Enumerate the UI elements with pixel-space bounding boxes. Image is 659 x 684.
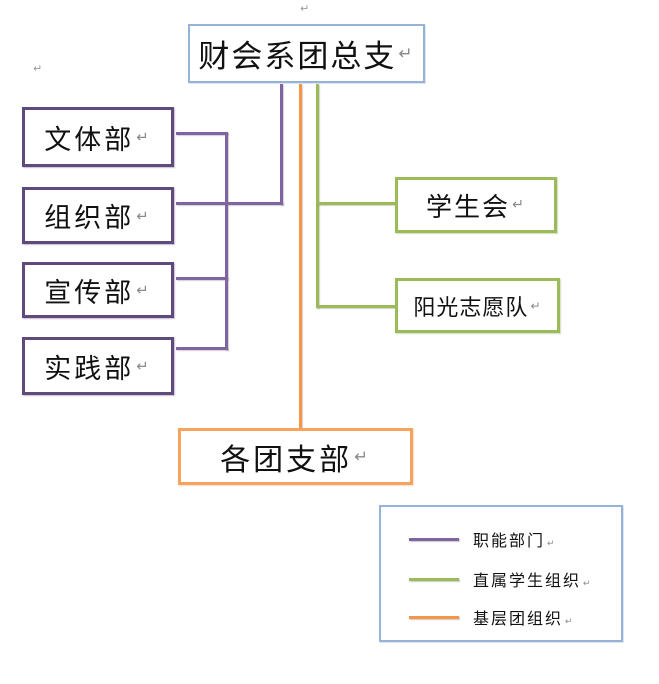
connector-purple-stub-1 bbox=[176, 132, 228, 135]
connector-green-root-drop bbox=[316, 84, 319, 308]
dept-box-label: 宣传部 bbox=[44, 277, 135, 309]
legend-item-grassroots: 基层团组织↵ bbox=[409, 607, 619, 628]
return-mark: ↵ bbox=[136, 206, 152, 225]
connector-purple-bracket bbox=[225, 132, 228, 350]
org-box-xueshenghui[interactable]: 学生会↵ bbox=[395, 177, 557, 233]
connector-green-branch-1 bbox=[316, 202, 396, 205]
connector-purple-stub-3 bbox=[176, 277, 228, 280]
legend-item-direct-orgs: 直属学生组织↵ bbox=[409, 569, 619, 590]
return-mark: ↵ bbox=[547, 539, 557, 549]
dept-box-label: 实践部 bbox=[44, 353, 135, 385]
return-mark: ↵ bbox=[512, 197, 526, 213]
org-box-label: 阳光志愿队 bbox=[413, 295, 529, 321]
paragraph-mark: ↵ bbox=[33, 62, 43, 75]
return-mark: ↵ bbox=[354, 447, 371, 466]
return-mark: ↵ bbox=[583, 579, 593, 589]
dept-box-xuanchuanbu[interactable]: 宣传部↵ bbox=[22, 262, 174, 318]
legend-box: 职能部门↵ 直属学生组织↵ 基层团组织↵ bbox=[379, 505, 623, 642]
return-mark: ↵ bbox=[136, 128, 152, 146]
dept-box-label: 组织部 bbox=[44, 203, 135, 234]
dept-box-label: 文体部 bbox=[44, 124, 135, 156]
org-box-yangguangzhiyuandui[interactable]: 阳光志愿队↵ bbox=[395, 278, 560, 333]
dept-box-zuzhibu[interactable]: 组织部↵ bbox=[22, 187, 174, 244]
legend-swatch-purple bbox=[409, 537, 459, 541]
legend-swatch-green bbox=[409, 577, 459, 581]
org-box-label: 学生会 bbox=[426, 192, 511, 223]
grassroots-box[interactable]: 各团支部↵ bbox=[178, 428, 413, 485]
paragraph-mark: ↵ bbox=[300, 2, 310, 15]
root-box-label: 财会系团总支 bbox=[198, 39, 397, 75]
legend-swatch-orange bbox=[409, 615, 459, 619]
return-mark: ↵ bbox=[136, 357, 152, 375]
connector-green-branch-2 bbox=[316, 305, 396, 308]
grassroots-box-label: 各团支部 bbox=[220, 442, 353, 478]
connector-purple-horizontal bbox=[176, 202, 283, 205]
legend-label: 职能部门↵ bbox=[473, 531, 557, 550]
root-box[interactable]: 财会系团总支↵ bbox=[188, 24, 425, 83]
dept-box-shijianbu[interactable]: 实践部↵ bbox=[22, 337, 174, 395]
legend-item-functional: 职能部门↵ bbox=[409, 529, 609, 550]
return-mark: ↵ bbox=[398, 43, 415, 64]
legend-label: 直属学生组织↵ bbox=[473, 571, 593, 590]
connector-orange-root-drop bbox=[299, 84, 302, 429]
connector-purple-root-drop bbox=[280, 84, 283, 205]
return-mark: ↵ bbox=[530, 298, 542, 313]
connector-purple-stub-4 bbox=[176, 347, 228, 350]
dept-box-wentibu[interactable]: 文体部↵ bbox=[22, 107, 174, 167]
legend-label: 基层团组织↵ bbox=[473, 609, 575, 628]
return-mark: ↵ bbox=[136, 281, 152, 299]
return-mark: ↵ bbox=[565, 617, 575, 627]
